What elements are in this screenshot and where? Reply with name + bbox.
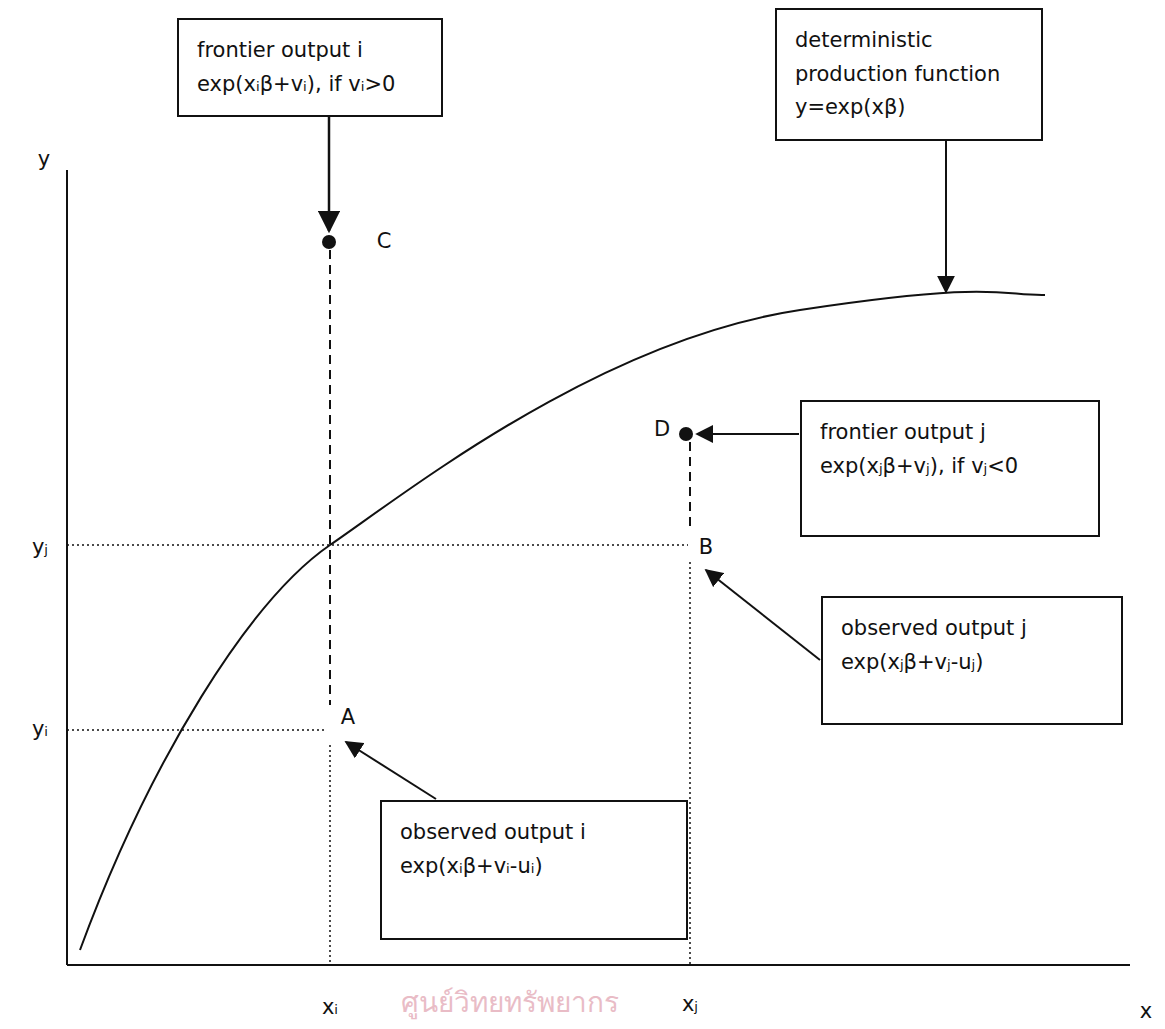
x-axis [67,964,1130,966]
axis-label: yᵢ [32,717,48,742]
box-heading: frontier output i [197,34,423,68]
dashed-line [329,250,331,705]
y-axis [66,170,68,965]
box-heading: deterministic production function [795,24,1023,91]
box-heading: frontier output j [820,416,1080,450]
axis-label: A [341,705,355,730]
leader-arrow [706,570,820,660]
box-formula: exp(xⱼβ+vⱼ), if vⱼ<0 [820,450,1080,484]
watermark: ศูนย์วิทยทรัพยากร [401,986,619,1020]
leader-arrow [945,141,947,292]
box-formula: exp(xⱼβ+vⱼ-uⱼ) [841,646,1103,680]
guide-line [689,562,691,965]
box-formula: exp(xᵢβ+vᵢ), if vᵢ>0 [197,68,423,102]
axis-label: D [654,417,670,442]
callout-box: frontier output jexp(xⱼβ+vⱼ), if vⱼ<0 [800,400,1100,537]
box-formula: exp(xᵢβ+vᵢ-uᵢ) [400,850,668,884]
axis-label: C [377,229,392,254]
callout-box: frontier output iexp(xᵢβ+vᵢ), if vᵢ>0 [177,18,443,117]
box-heading: observed output j [841,612,1103,646]
guide-line [67,544,688,546]
leader-arrow [328,106,331,231]
axis-label: yⱼ [32,535,48,560]
box-heading: observed output i [400,816,668,850]
leader-arrow [697,433,799,435]
callout-box: observed output jexp(xⱼβ+vⱼ-uⱼ) [821,596,1123,725]
frontier-point [679,427,693,441]
callout-box: deterministic production functiony=exp(x… [775,8,1043,141]
frontier-point [322,235,336,249]
axis-label: xᵢ [322,995,338,1020]
leader-arrow [346,742,436,799]
dashed-line [689,442,691,532]
callout-box: observed output iexp(xᵢβ+vᵢ-uᵢ) [380,800,688,940]
guide-line [67,729,326,731]
axis-label: x [1140,999,1152,1024]
box-formula: y=exp(xβ) [795,91,1023,125]
axis-label: B [699,535,713,560]
guide-line [329,745,331,965]
axis-label: y [38,147,50,172]
axis-label: xⱼ [682,992,698,1017]
